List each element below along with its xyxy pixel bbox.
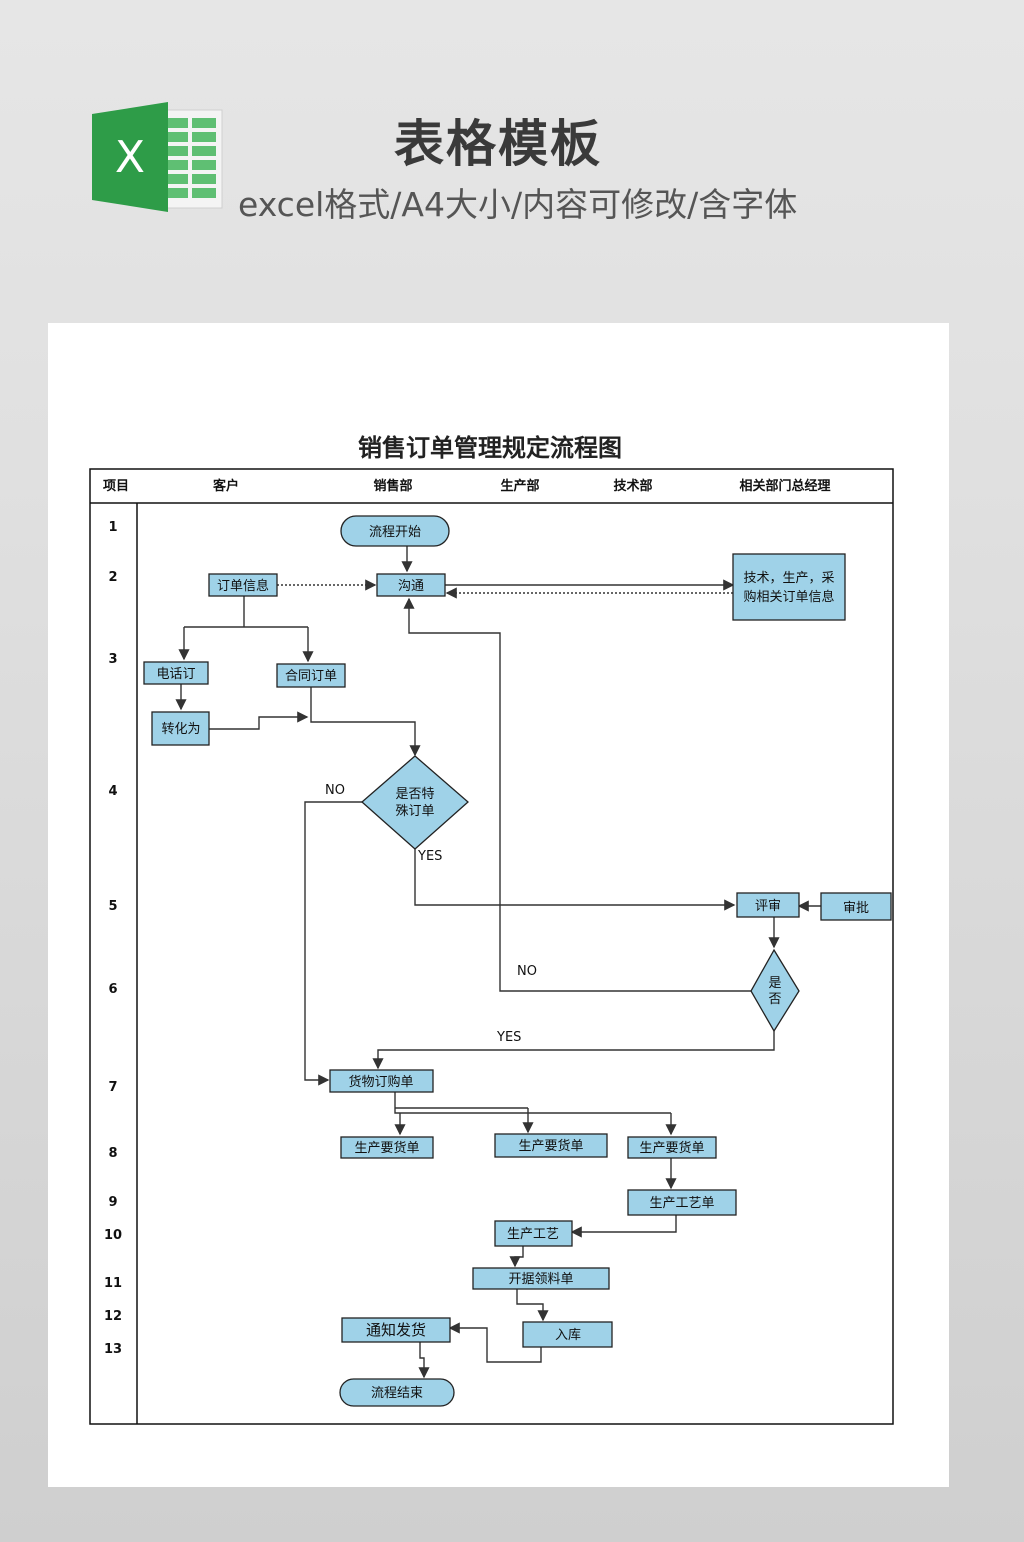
node-label: 购相关订单信息	[743, 589, 834, 605]
node-label: 入库	[555, 1327, 581, 1343]
row-number: 4	[108, 784, 117, 799]
process-sheet-box	[627, 1189, 737, 1216]
prod-req-box-3	[627, 1136, 717, 1159]
convert-box	[151, 711, 210, 746]
page-subtitle: excel格式/A4大小/内容可修改/含字体	[238, 185, 798, 224]
communicate-box	[376, 573, 446, 597]
prod-req-box-1	[340, 1136, 434, 1159]
tech-info-box	[732, 553, 846, 621]
row-number: 12	[104, 1309, 122, 1324]
column-header: 项目	[103, 479, 129, 494]
purchase-order-box	[329, 1069, 434, 1093]
row-number: 13	[104, 1342, 122, 1357]
decision-diamond	[750, 948, 800, 1033]
header: X 表格模板 excel格式/A4大小/内容可修改/含字体	[0, 0, 1024, 300]
prod-req-box-2	[494, 1133, 608, 1158]
node-label: 通知发货	[366, 1321, 426, 1339]
row-number: 10	[104, 1228, 122, 1243]
row-number: 8	[108, 1146, 117, 1161]
end-terminal	[339, 1378, 455, 1407]
order-info-box	[208, 573, 278, 597]
column-header: 销售部	[373, 478, 412, 494]
node-label: 流程结束	[371, 1386, 423, 1401]
page-title: 表格模板	[394, 115, 602, 173]
connectors	[175, 546, 821, 1379]
special-order-diamond	[361, 755, 469, 850]
excel-icon: X	[92, 102, 223, 212]
table-frame	[89, 468, 894, 1425]
node-label: 合同订单	[285, 669, 337, 684]
material-sheet-box	[472, 1267, 610, 1290]
node-label: 技术，生产，采	[743, 571, 834, 586]
node-label: 审批	[843, 901, 869, 916]
branch-label: NO	[325, 783, 345, 798]
node-label: 电话订	[156, 667, 195, 682]
row-number: 6	[108, 982, 117, 997]
node-label: 是	[768, 976, 781, 991]
node-label: 生产工艺	[507, 1227, 559, 1242]
branch-label: NO	[517, 964, 537, 979]
node-label: 开据领料单	[508, 1272, 573, 1287]
process-box	[494, 1220, 573, 1247]
node-label: 否	[768, 992, 781, 1007]
column-header: 相关部门总经理	[739, 478, 830, 494]
document-title: 销售订单管理规定流程图	[358, 434, 622, 462]
node-label: 殊订单	[395, 804, 434, 819]
node-label: 订单信息	[217, 578, 269, 594]
phone-order-box	[143, 661, 209, 685]
column-header: 客户	[213, 478, 239, 494]
node-label: 是否特	[395, 787, 434, 802]
column-header: 生产部	[500, 478, 539, 494]
node-label: 评审	[755, 899, 781, 914]
node-label: 生产要货单	[518, 1138, 583, 1154]
row-number: 1	[108, 520, 117, 535]
row-number: 5	[108, 899, 117, 914]
row-number: 7	[108, 1080, 117, 1095]
start-terminal	[340, 515, 450, 547]
review-box	[736, 892, 800, 918]
row-number: 9	[108, 1195, 117, 1210]
row-number: 2	[108, 570, 117, 585]
node-label: 生产要货单	[639, 1140, 704, 1156]
row-number: 11	[104, 1276, 122, 1291]
node-label: 货物订购单	[348, 1074, 413, 1090]
warehouse-box	[522, 1321, 613, 1348]
node-label: 生产要货单	[354, 1140, 419, 1156]
notify-ship-box	[341, 1317, 451, 1343]
node-label: 沟通	[398, 579, 424, 594]
contract-order-box	[276, 663, 346, 688]
approve-box	[820, 892, 892, 921]
branch-label: YES	[496, 1030, 521, 1045]
branch-label: YES	[417, 849, 442, 864]
node-label: 生产工艺单	[649, 1196, 714, 1211]
node-label: 流程开始	[369, 525, 421, 540]
excel-icon-letter: X	[115, 132, 145, 183]
node-label: 转化为	[161, 722, 200, 737]
row-number: 3	[108, 652, 117, 667]
column-header: 技术部	[613, 478, 652, 494]
